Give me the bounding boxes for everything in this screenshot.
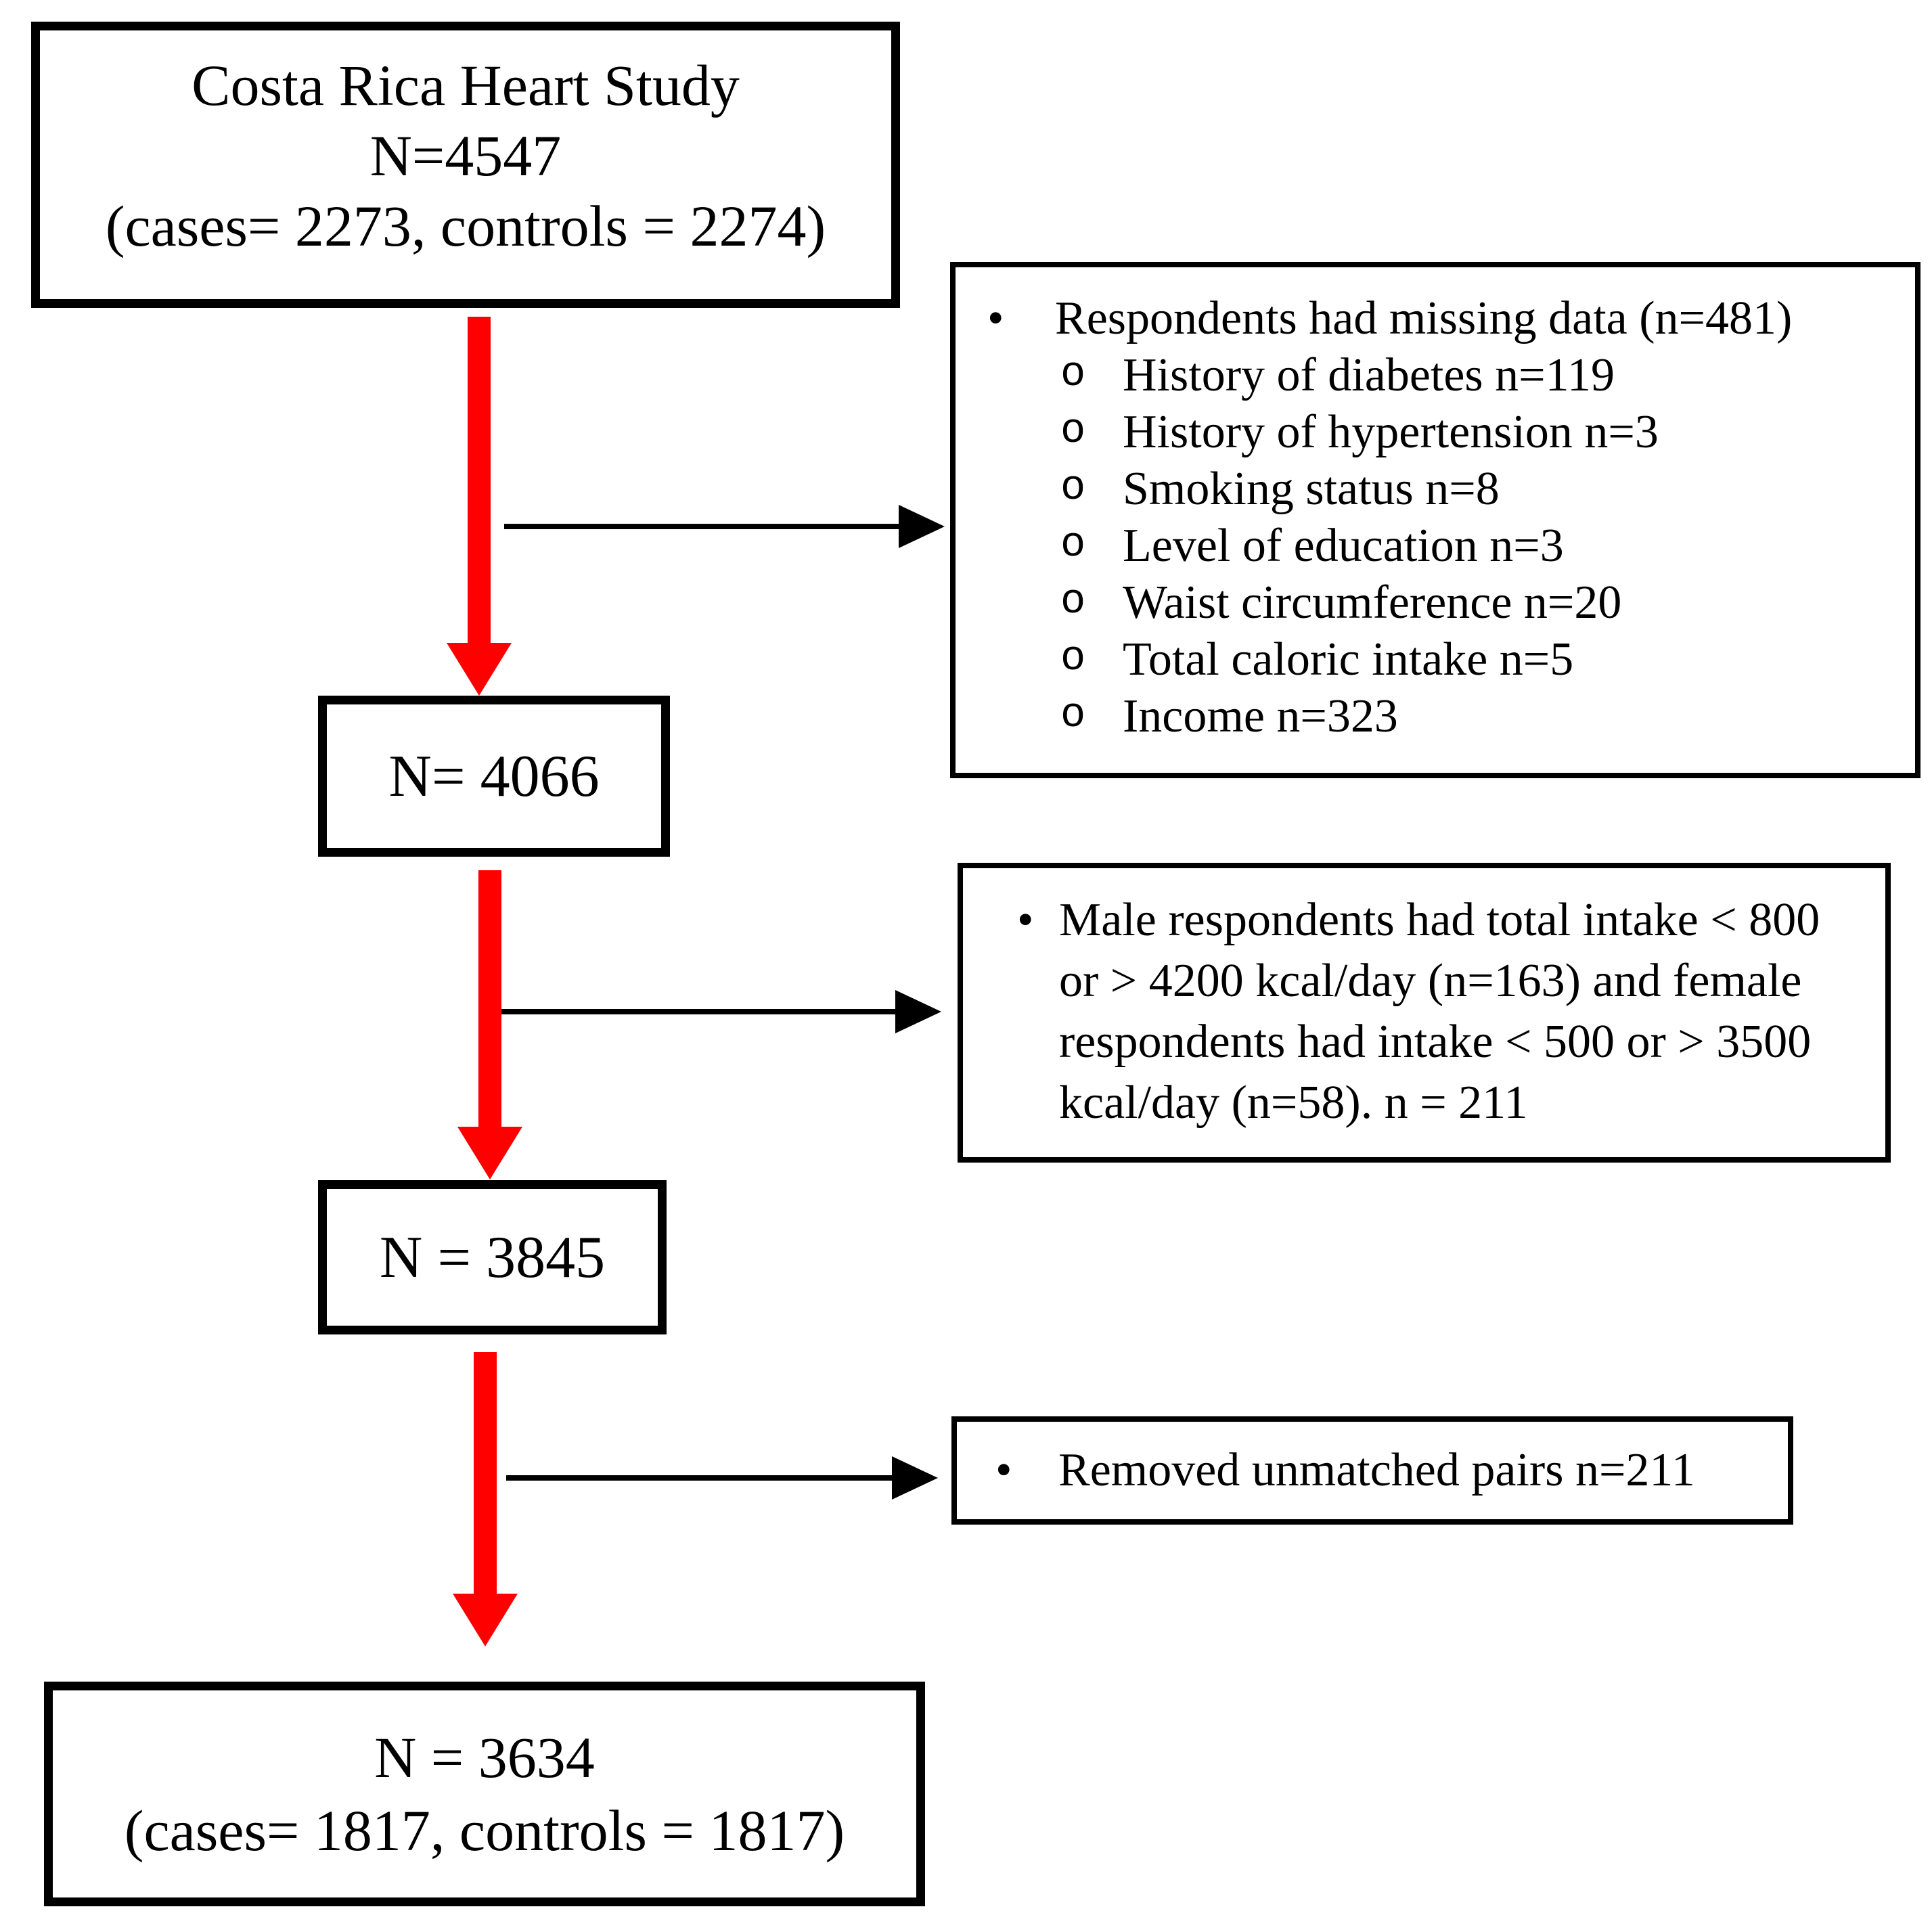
- study-cases-controls-line: (cases= 2273, controls = 2274): [105, 193, 826, 259]
- exclusion-item-label: History of hypertension n=3: [1123, 406, 1659, 458]
- black-right-arrow-3-head-icon: [892, 1456, 938, 1500]
- red-down-arrow-2-head-icon: [457, 1127, 522, 1180]
- exclusion-item-label: Income n=323: [1123, 690, 1398, 742]
- black-right-arrow-3-line: [506, 1475, 893, 1481]
- sub-bullet-icon: o: [1060, 464, 1086, 512]
- sub-bullet-icon: o: [1060, 691, 1086, 739]
- exclusion-unmatched-pairs-box: • Removed unmatched pairs n=211: [951, 1416, 1793, 1525]
- study-title-line: Costa Rica Heart Study: [192, 52, 740, 118]
- bullet-icon: •: [995, 1444, 1012, 1496]
- exclusion-item: o History of hypertension n=3: [956, 404, 1915, 461]
- sub-bullet-icon: o: [1060, 407, 1086, 455]
- exclusion-item-label: Waist circumference n=20: [1123, 577, 1622, 629]
- exclusion-item-label: History of diabetes n=119: [1123, 349, 1615, 401]
- enrollment-box: Costa Rica Heart Study N=4547 (cases= 22…: [31, 22, 900, 308]
- n-3845-label: N = 3845: [379, 1224, 606, 1290]
- red-down-arrow-1-shaft: [468, 317, 491, 645]
- n-4066-box: N= 4066: [318, 696, 670, 857]
- exclusion-heading: Respondents had missing data (n=481): [1055, 292, 1793, 344]
- exclusion-item-label: Total caloric intake n=5: [1123, 633, 1574, 686]
- exclusion-unmatched-text: Removed unmatched pairs n=211: [1058, 1444, 1695, 1496]
- exclusion-item: o History of diabetes n=119: [956, 347, 1915, 404]
- exclusion-caloric-intake-box: • Male respondents had total intake < 80…: [958, 863, 1891, 1163]
- black-right-arrow-1-line: [504, 524, 900, 529]
- exclusion-item-label: Smoking status n=8: [1123, 463, 1500, 515]
- exclusion-caloric-text: Male respondents had total intake < 800 …: [1059, 894, 1820, 1129]
- black-right-arrow-2-line: [501, 1009, 897, 1014]
- exclusion-item: o Income n=323: [956, 688, 1915, 745]
- black-right-arrow-1-head-icon: [899, 505, 945, 548]
- sub-bullet-icon: o: [1060, 577, 1086, 625]
- red-down-arrow-3-shaft: [474, 1352, 497, 1596]
- exclusion-missing-data-box: • Respondents had missing data (n=481) o…: [950, 262, 1920, 778]
- black-right-arrow-2-head-icon: [895, 990, 941, 1033]
- sub-bullet-icon: o: [1060, 634, 1086, 682]
- bullet-icon: •: [1017, 894, 1034, 946]
- final-n-line: N = 3634: [374, 1725, 595, 1790]
- exclusion-heading-row: • Respondents had missing data (n=481): [956, 290, 1915, 347]
- exclusion-item-label: Level of education n=3: [1123, 520, 1564, 572]
- n-3845-box: N = 3845: [318, 1180, 667, 1334]
- exclusion-item: o Level of education n=3: [956, 518, 1915, 575]
- exclusion-item: o Smoking status n=8: [956, 461, 1915, 518]
- exclusion-item: o Total caloric intake n=5: [956, 631, 1915, 688]
- exclusion-item: o Waist circumference n=20: [956, 575, 1915, 631]
- n-4066-label: N= 4066: [388, 743, 600, 809]
- red-down-arrow-3-head-icon: [453, 1594, 518, 1646]
- final-sample-box: N = 3634 (cases= 1817, controls = 1817): [44, 1682, 925, 1906]
- final-cases-controls-line: (cases= 1817, controls = 1817): [124, 1798, 845, 1863]
- sub-bullet-icon: o: [1060, 520, 1086, 568]
- study-n-line: N=4547: [369, 122, 562, 188]
- red-down-arrow-1-head-icon: [447, 643, 512, 696]
- exclusion-unmatched-row: • Removed unmatched pairs n=211: [957, 1443, 1788, 1498]
- red-down-arrow-2-shaft: [478, 870, 501, 1129]
- bullet-icon: •: [987, 292, 1004, 344]
- sub-bullet-icon: o: [1060, 350, 1086, 398]
